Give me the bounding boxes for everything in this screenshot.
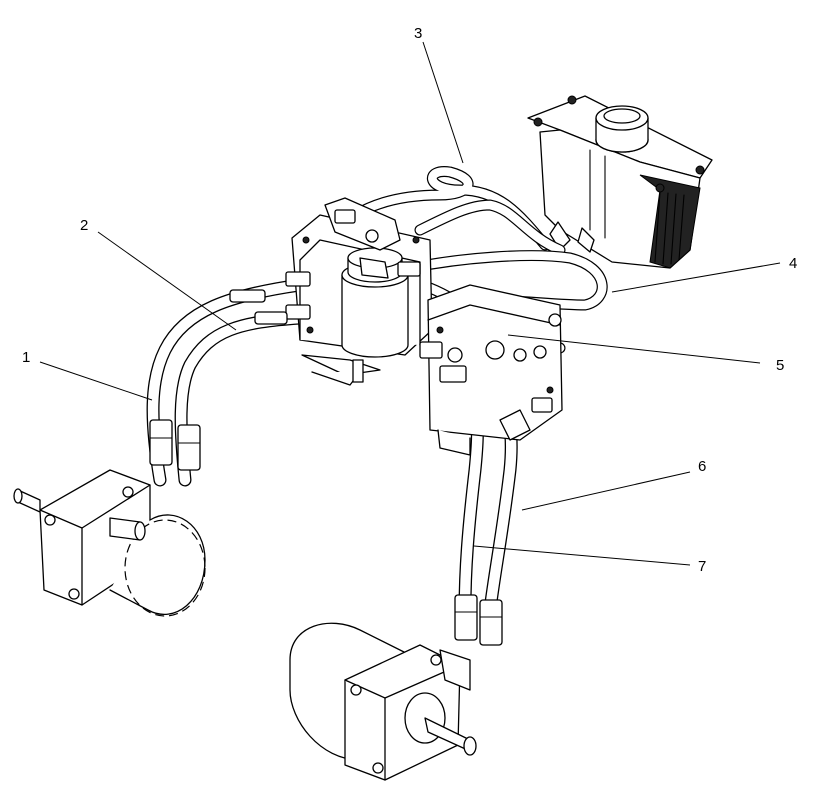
callout-leaders <box>39 41 781 566</box>
leader-1 <box>39 361 153 401</box>
callout-labels: 1 2 3 4 5 6 7 <box>22 25 797 575</box>
callout-1: 1 <box>22 349 30 366</box>
callout-6: 6 <box>698 458 706 475</box>
control-valve-right <box>419 284 563 456</box>
callout-4: 4 <box>789 255 797 272</box>
wheel-motor-left <box>13 419 206 617</box>
hydraulic-reservoir <box>527 95 713 269</box>
callout-5: 5 <box>776 357 784 374</box>
leader-3 <box>422 41 464 164</box>
leader-6 <box>521 471 691 511</box>
callout-2: 2 <box>80 217 88 234</box>
callout-3: 3 <box>414 25 422 42</box>
leader-4 <box>611 262 781 293</box>
wheel-motor-bottom <box>289 594 503 781</box>
leader-2 <box>97 231 237 331</box>
leader-7 <box>473 545 691 566</box>
hydraulic-pump-left <box>229 197 433 386</box>
leader-5 <box>507 334 761 364</box>
callout-7: 7 <box>698 558 706 575</box>
